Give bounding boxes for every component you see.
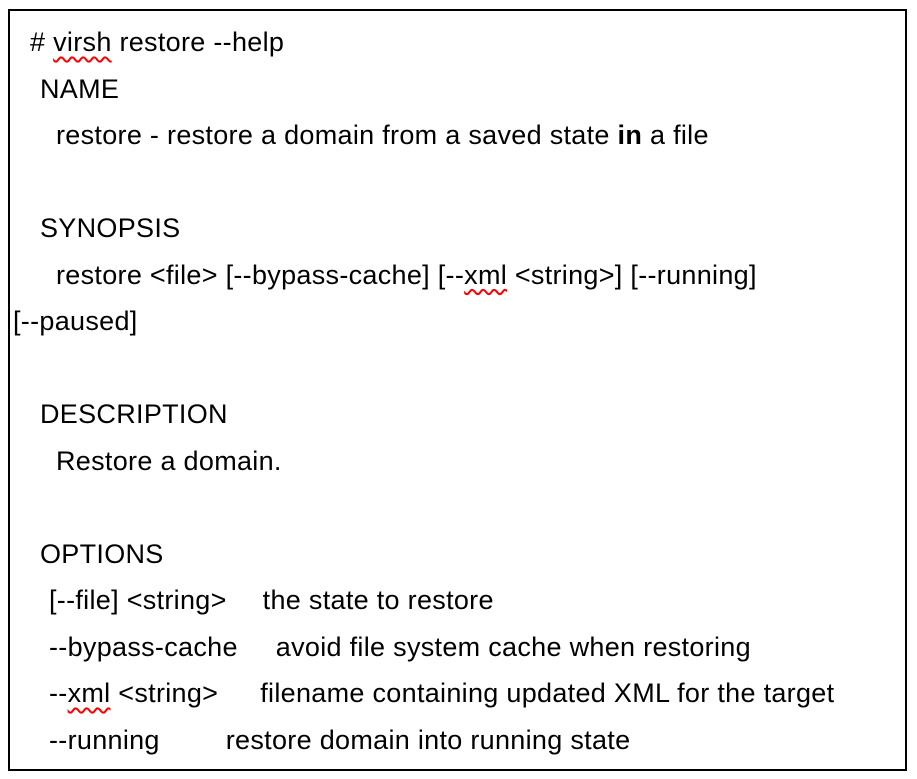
- name-summary-suffix: a file: [642, 120, 709, 150]
- help-output-content: # virsh restore --help NAME restore - re…: [10, 11, 905, 763]
- name-summary-bold-word: in: [617, 120, 643, 150]
- misspelled-word-xml: xml: [464, 259, 508, 290]
- option-description: avoid file system cache when restoring: [275, 631, 751, 662]
- shell-prompt: #: [30, 27, 54, 57]
- blank-line: [10, 159, 905, 206]
- blank-line: [10, 484, 905, 531]
- option-row-bypass-cache: --bypass-cache avoid file system cache wh…: [10, 624, 905, 671]
- command-line: # virsh restore --help: [10, 19, 905, 66]
- synopsis-usage-suffix: <string>] [--running]: [507, 259, 757, 290]
- option-flag-prefix: --: [49, 678, 68, 708]
- option-flag: [--file] <string>: [49, 585, 227, 615]
- synopsis-usage-prefix: restore <file> [--bypass-cache] [--: [56, 259, 465, 290]
- misspelled-word-xml: xml: [67, 678, 111, 708]
- option-description: restore domain into running state: [225, 724, 631, 755]
- help-output-panel: # virsh restore --help NAME restore - re…: [8, 9, 907, 771]
- synopsis-wrap-line: [--paused]: [13, 306, 138, 336]
- name-summary-prefix: restore - restore a domain from a saved …: [56, 120, 618, 150]
- option-flag-suffix: <string>: [110, 678, 219, 708]
- option-description: filename containing updated XML for the …: [260, 678, 835, 708]
- blank-line: [10, 345, 905, 392]
- name-heading: NAME: [40, 73, 120, 104]
- option-flag: --running: [49, 724, 160, 755]
- name-summary-line: restore - restore a domain from a saved …: [10, 112, 905, 159]
- option-description: the state to restore: [262, 585, 494, 615]
- misspelled-word-virsh: virsh: [53, 27, 112, 57]
- description-heading: DESCRIPTION: [40, 399, 228, 429]
- option-row-running: --running restore domain into running sta…: [10, 717, 905, 764]
- synopsis-heading: SYNOPSIS: [40, 213, 181, 243]
- option-row-file: [--file] <string> the state to restore: [10, 577, 905, 624]
- option-flag: --bypass-cache: [49, 631, 238, 662]
- description-body-line: Restore a domain.: [56, 445, 282, 476]
- options-heading: OPTIONS: [40, 538, 164, 569]
- command-args: restore --help: [111, 27, 285, 57]
- option-row-xml: --xml <string> filename containing update…: [10, 670, 905, 717]
- synopsis-usage-line: restore <file> [--bypass-cache] [--xml <…: [10, 252, 905, 299]
